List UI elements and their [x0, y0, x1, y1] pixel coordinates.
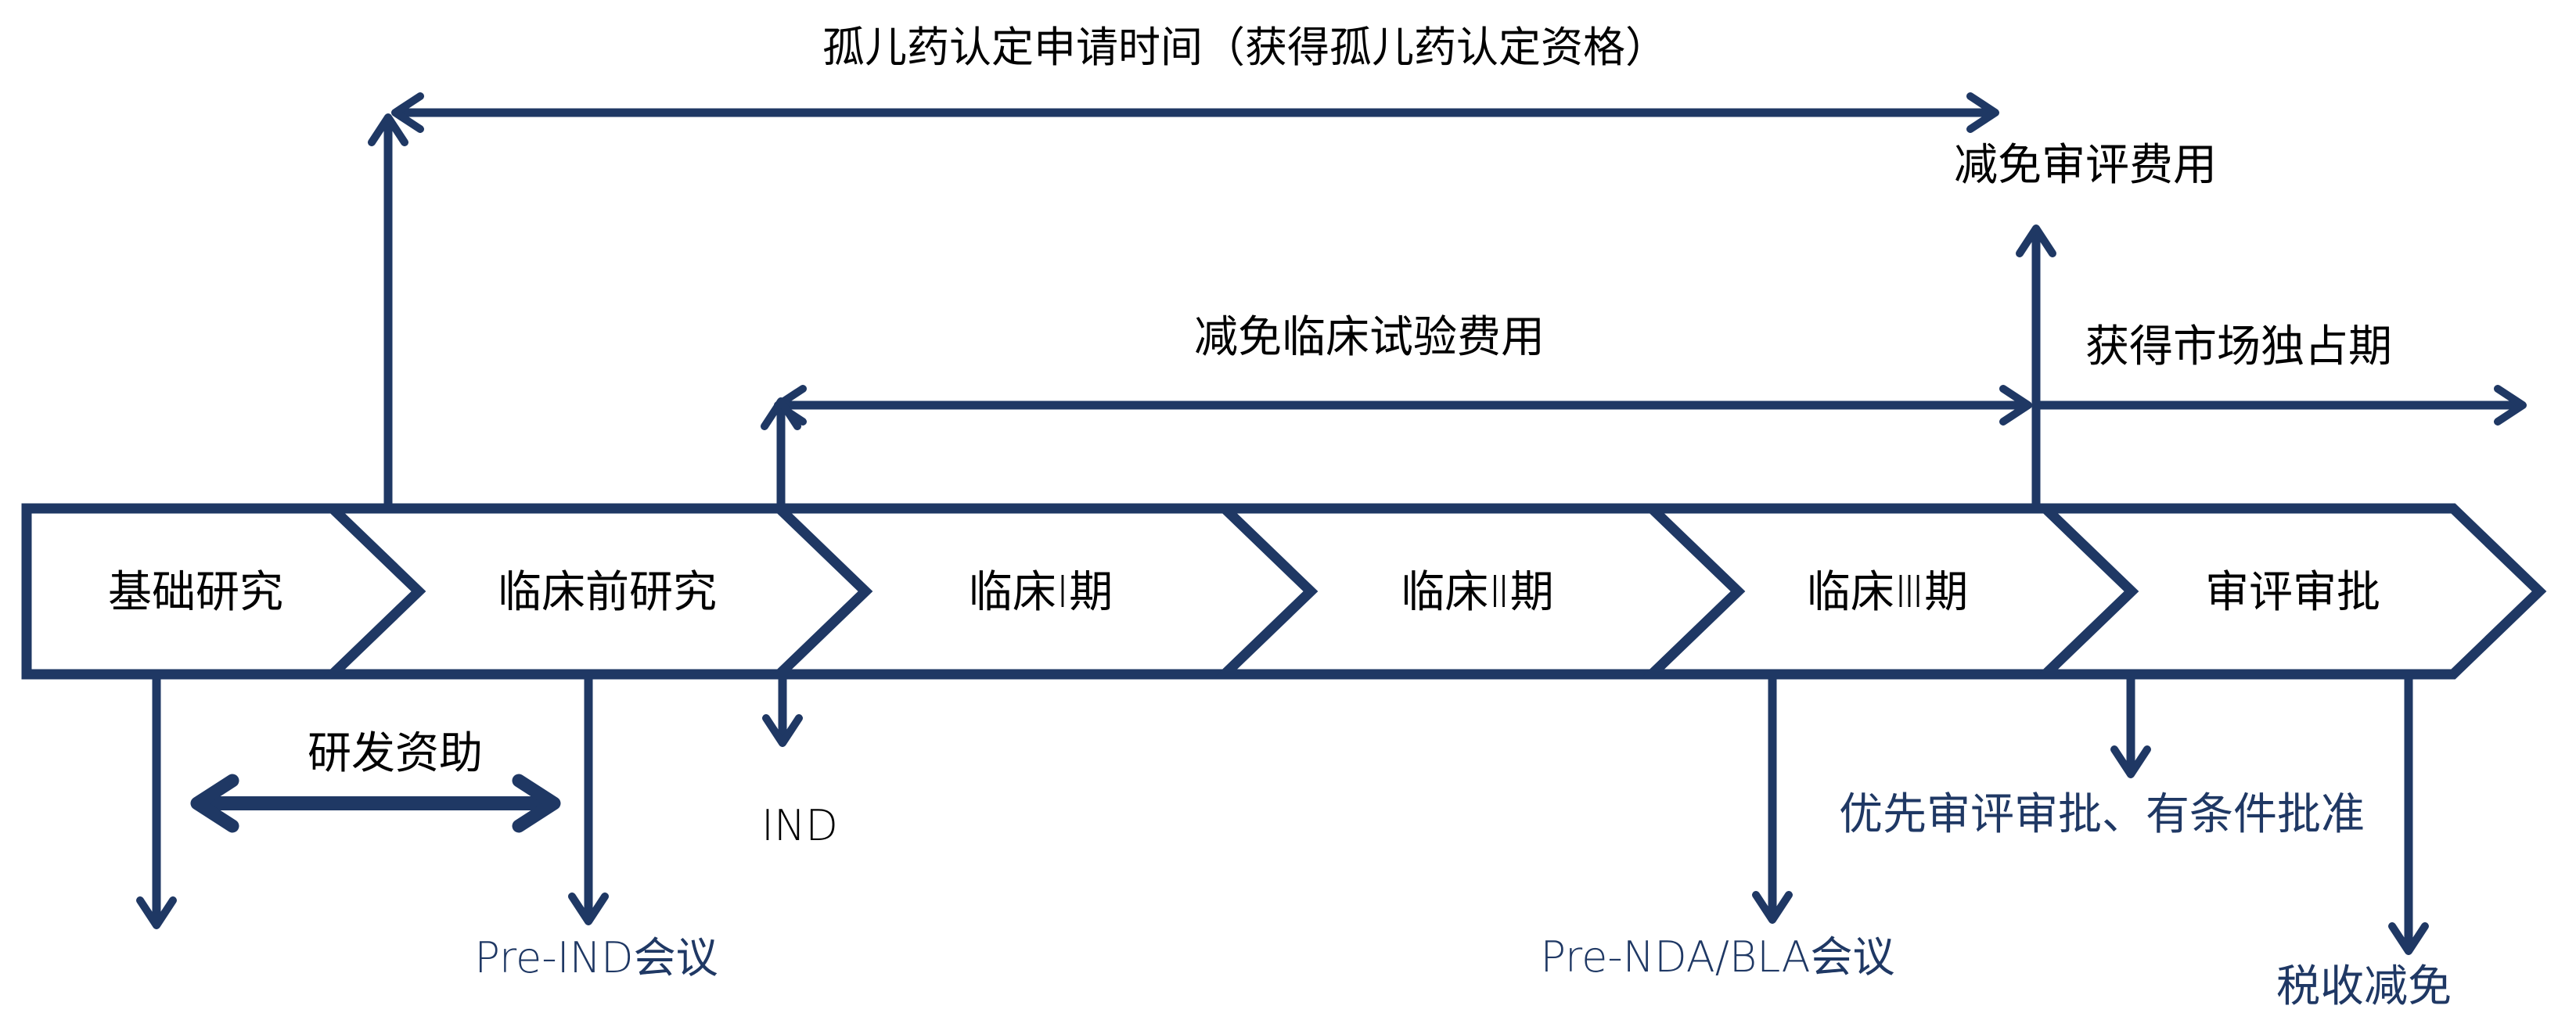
- ind-filing: IND: [761, 676, 838, 850]
- ind-label: IND: [761, 801, 838, 850]
- stage-label: 审评审批: [2205, 567, 2380, 618]
- tax-relief: 税收减免: [2276, 676, 2452, 1012]
- process-bar: 基础研究 临床前研究 临床Ⅰ期 临床Ⅱ期 临床Ⅲ期 审评审批: [21, 503, 2547, 680]
- priority-review-label: 优先审评审批、有条件批准: [1839, 789, 2365, 840]
- pre-ind-meeting: Pre-IND会议: [474, 676, 718, 982]
- market-exclusivity-label: 获得市场独占期: [2085, 321, 2392, 372]
- pre-ind-label: Pre-IND会议: [474, 933, 718, 982]
- pre-nda-bla-meeting: Pre-NDA/BLA会议: [1540, 676, 1895, 982]
- rd-funding-label: 研发资助: [308, 728, 483, 779]
- review-fee-label: 减免审评费用: [1954, 140, 2217, 191]
- priority-review: 优先审评审批、有条件批准: [1839, 676, 2365, 840]
- review-fee-waiver: 减免审评费用: [1954, 140, 2217, 510]
- orphan-period-label: 孤儿药认定申请时间（获得孤儿药认定资格）: [822, 23, 1668, 72]
- clinical-fee-label: 减免临床试验费用: [1194, 312, 1545, 363]
- pre-nda-label: Pre-NDA/BLA会议: [1540, 932, 1894, 982]
- stage-label: 临床Ⅱ期: [1401, 567, 1554, 618]
- rd-funding: 研发资助: [190, 728, 561, 833]
- tax-relief-label: 税收减免: [2276, 961, 2452, 1012]
- stage-label: 基础研究: [108, 567, 283, 618]
- stage-label: 临床Ⅰ期: [969, 567, 1114, 618]
- market-exclusivity: 获得市场独占期: [2036, 321, 2527, 426]
- stage-label: 临床Ⅲ期: [1807, 567, 1969, 618]
- clinical-trial-fee-waiver: 减免临床试验费用: [761, 312, 2032, 510]
- stage-label: 临床前研究: [498, 567, 717, 618]
- orphan-designation-period: 孤儿药认定申请时间（获得孤儿药认定资格）: [368, 23, 1999, 512]
- stage-shape-review-approval: [2032, 503, 2547, 680]
